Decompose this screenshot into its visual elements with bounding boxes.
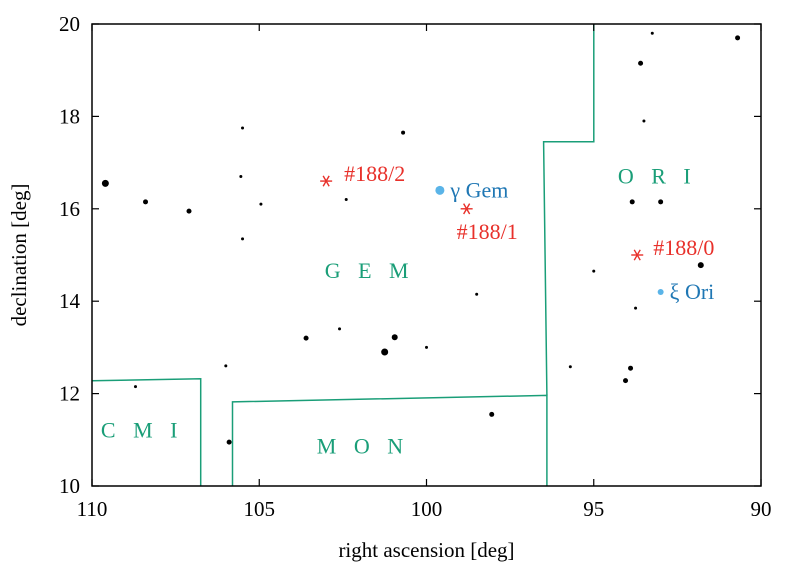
star-point — [143, 199, 149, 205]
x-tick-label: 90 — [751, 497, 772, 521]
star-point — [381, 348, 389, 356]
star-point — [628, 365, 634, 371]
x-tick-label: 100 — [411, 497, 443, 521]
star-point — [634, 306, 638, 310]
star-point — [697, 262, 704, 269]
star-point — [623, 378, 629, 384]
candidate-label: #188/2 — [344, 161, 405, 186]
star-point — [344, 198, 348, 202]
candidate-marker — [320, 175, 333, 187]
constellation-boundary — [231, 394, 548, 486]
candidate-label: #188/1 — [457, 219, 518, 244]
y-tick-label: 12 — [59, 382, 80, 406]
constellation-label: C M I — [101, 417, 184, 442]
star-point — [224, 364, 228, 368]
star-point — [642, 119, 646, 123]
star-point — [401, 130, 406, 135]
constellation-label: O R I — [618, 163, 697, 188]
star-point — [226, 439, 232, 445]
star-point — [735, 35, 741, 41]
x-axis-title: right ascension [deg] — [338, 538, 514, 562]
star-point — [391, 334, 398, 341]
named-star-point — [657, 288, 664, 295]
star-point — [259, 202, 263, 206]
constellation-boundary — [542, 24, 595, 396]
star-point — [241, 126, 245, 130]
candidate-marker — [460, 203, 473, 215]
star-point — [658, 199, 664, 205]
star-point — [239, 174, 243, 178]
star-point — [650, 31, 654, 35]
star-point — [568, 365, 572, 369]
y-tick-label: 10 — [59, 474, 80, 498]
x-tick-label: 95 — [583, 497, 604, 521]
y-tick-label: 16 — [59, 197, 80, 221]
y-tick-label: 20 — [59, 12, 80, 36]
star-point — [338, 327, 342, 331]
candidate-marker — [631, 249, 644, 261]
x-tick-label: 105 — [244, 497, 276, 521]
named-star-label: ξ Ori — [670, 279, 715, 304]
named-star-label: γ Gem — [449, 177, 508, 202]
star-point — [101, 179, 109, 187]
star-point — [303, 335, 309, 341]
y-tick-label: 18 — [59, 104, 80, 128]
constellation-label: M O N — [317, 434, 409, 459]
constellation-boundary — [91, 378, 202, 486]
star-point — [638, 60, 644, 66]
star-point — [133, 385, 137, 389]
star-point — [186, 208, 192, 214]
candidate-label: #188/0 — [653, 235, 714, 260]
star-point — [629, 199, 635, 205]
constellation-label: G E M — [325, 258, 415, 283]
star-point — [425, 345, 428, 349]
y-axis-title: declination [deg] — [7, 184, 31, 327]
star-point — [592, 269, 596, 273]
plot-area: γ Gem ξ Ori #188/2 #188/1 #188/0 G E M O R I C … — [91, 24, 741, 486]
named-star-point — [435, 185, 445, 195]
star-point — [475, 292, 479, 296]
y-tick-label: 14 — [59, 289, 81, 313]
star-point — [489, 411, 495, 417]
axes: 110 105 100 95 90 10 12 14 16 18 20 — [59, 12, 772, 521]
x-tick-label: 110 — [77, 497, 108, 521]
star-point — [241, 237, 245, 241]
